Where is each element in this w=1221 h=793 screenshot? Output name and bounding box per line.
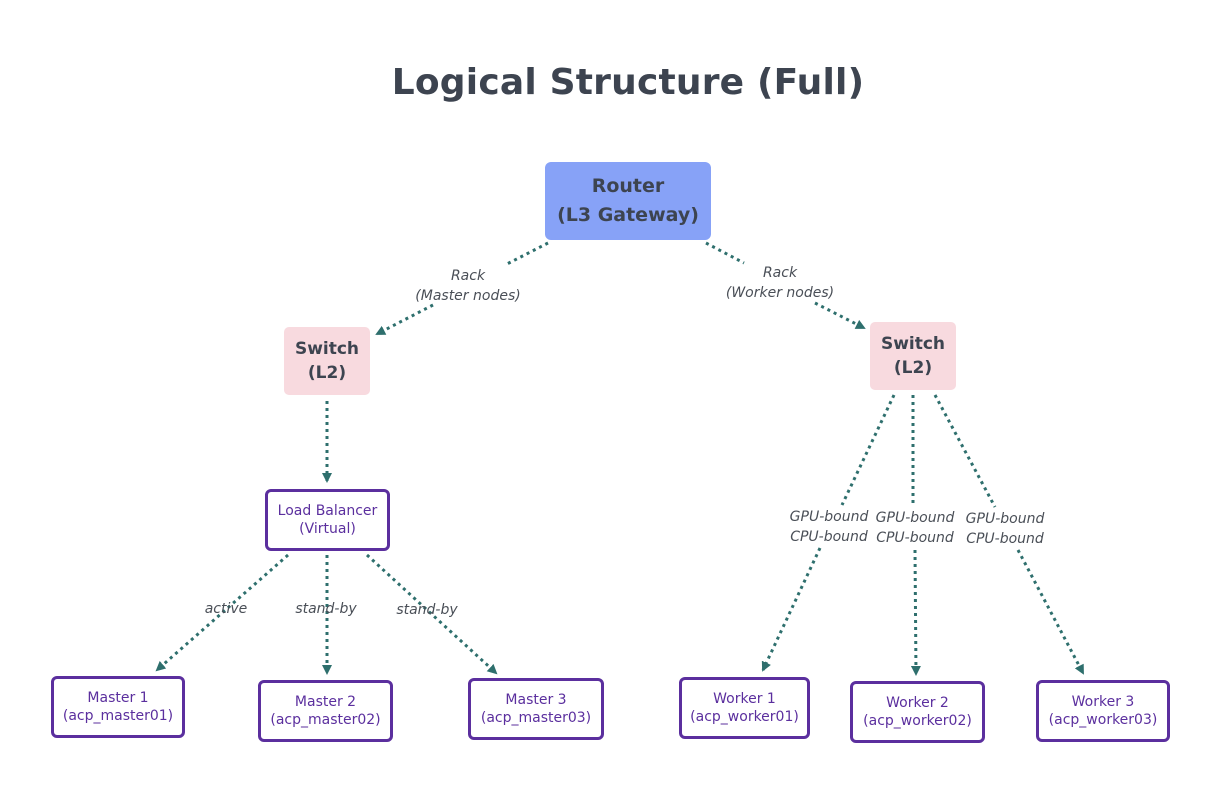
edge-router-to-switch-master <box>504 241 549 267</box>
master3-label: Master 3 <box>505 692 567 708</box>
router-node[interactable]: Router (L3 Gateway) <box>545 162 711 240</box>
worker1-hostname: (acp_worker01) <box>690 709 799 725</box>
master1-label: Master 1 <box>87 690 149 706</box>
edge-label-worker1-cpu: CPU-bound <box>790 529 868 545</box>
edge-switch-to-worker1-lower <box>761 547 822 672</box>
edge-router-to-switch-worker-lower <box>814 301 866 330</box>
load-balancer-node[interactable]: Load Balancer (Virtual) <box>265 489 390 551</box>
worker2-label: Worker 2 <box>886 695 949 711</box>
edge-label-rack-worker-line2: (Worker nodes) <box>725 285 835 301</box>
edge-router-to-switch-worker <box>705 241 745 265</box>
master1-hostname: (acp_master01) <box>62 708 174 724</box>
master2-node[interactable]: Master 2 (acp_master02) <box>258 680 393 742</box>
master2-hostname: (acp_master02) <box>270 712 381 728</box>
edge-label-standby-m2: stand-by <box>295 601 357 617</box>
worker3-hostname: (acp_worker03) <box>1048 712 1158 728</box>
edge-label-rack-worker: Rack (Worker nodes) <box>720 263 840 303</box>
worker2-node[interactable]: Worker 2 (acp_worker02) <box>850 681 985 743</box>
switch-label: Switch <box>880 334 946 354</box>
edge-label-active: active <box>204 601 248 617</box>
edge-label-standby-m3: stand-by <box>396 602 458 618</box>
edge-label-worker3-gpu: GPU-bound <box>965 511 1045 527</box>
edge-label-rack-master: Rack (Master nodes) <box>408 266 528 306</box>
worker1-node[interactable]: Worker 1 (acp_worker01) <box>679 677 810 739</box>
master3-node[interactable]: Master 3 (acp_master03) <box>468 678 604 740</box>
edge-lb-to-master1 <box>155 553 289 672</box>
edge-label-rack-master-line2: (Master nodes) <box>415 288 521 304</box>
switch-sublabel: (L2) <box>307 363 347 383</box>
load-balancer-label: Load Balancer <box>277 503 378 519</box>
master1-node[interactable]: Master 1 (acp_master01) <box>51 676 185 738</box>
edge-label-worker2-cpu: CPU-bound <box>876 530 954 546</box>
edge-label-worker2-gpu: GPU-bound <box>875 510 955 526</box>
worker3-label: Worker 3 <box>1071 694 1135 710</box>
edge-label-rack-worker-line1: Rack <box>762 265 798 281</box>
edge-switch-to-worker2-lower <box>910 549 921 676</box>
switch-label: Switch <box>294 339 360 359</box>
edge-lb-to-master3 <box>365 553 498 675</box>
master3-hostname: (acp_master03) <box>480 710 592 726</box>
edge-switch-to-worker1-upper <box>840 394 896 506</box>
worker3-node[interactable]: Worker 3 (acp_worker03) <box>1036 680 1170 742</box>
worker2-hostname: (acp_worker02) <box>863 713 972 729</box>
edge-label-worker3-cpu: CPU-bound <box>966 531 1044 547</box>
worker1-label: Worker 1 <box>713 691 776 707</box>
edge-switch-to-worker3-lower <box>1016 549 1085 675</box>
router-label: Router <box>591 175 665 197</box>
edge-label-rack-master-line1: Rack <box>450 268 486 284</box>
master2-label: Master 2 <box>294 694 357 710</box>
edge-router-to-switch-master-lower <box>375 303 434 336</box>
edge-label-worker1-gpu: GPU-bound <box>789 509 869 525</box>
edge-label-worker2-role: GPU-bound CPU-bound <box>871 508 959 548</box>
edge-label-worker1-role: GPU-bound CPU-bound <box>785 507 873 547</box>
switch-worker-node[interactable]: Switch (L2) <box>870 322 956 390</box>
edge-label-worker3-role: GPU-bound CPU-bound <box>961 509 1049 549</box>
switch-master-node[interactable]: Switch (L2) <box>284 327 370 395</box>
edge-switch-to-worker3-upper <box>933 394 997 508</box>
load-balancer-sublabel: (Virtual) <box>299 521 356 537</box>
switch-sublabel: (L2) <box>893 358 933 378</box>
router-sublabel: (L3 Gateway) <box>557 204 699 226</box>
page-title: Logical Structure (Full) <box>391 62 865 103</box>
